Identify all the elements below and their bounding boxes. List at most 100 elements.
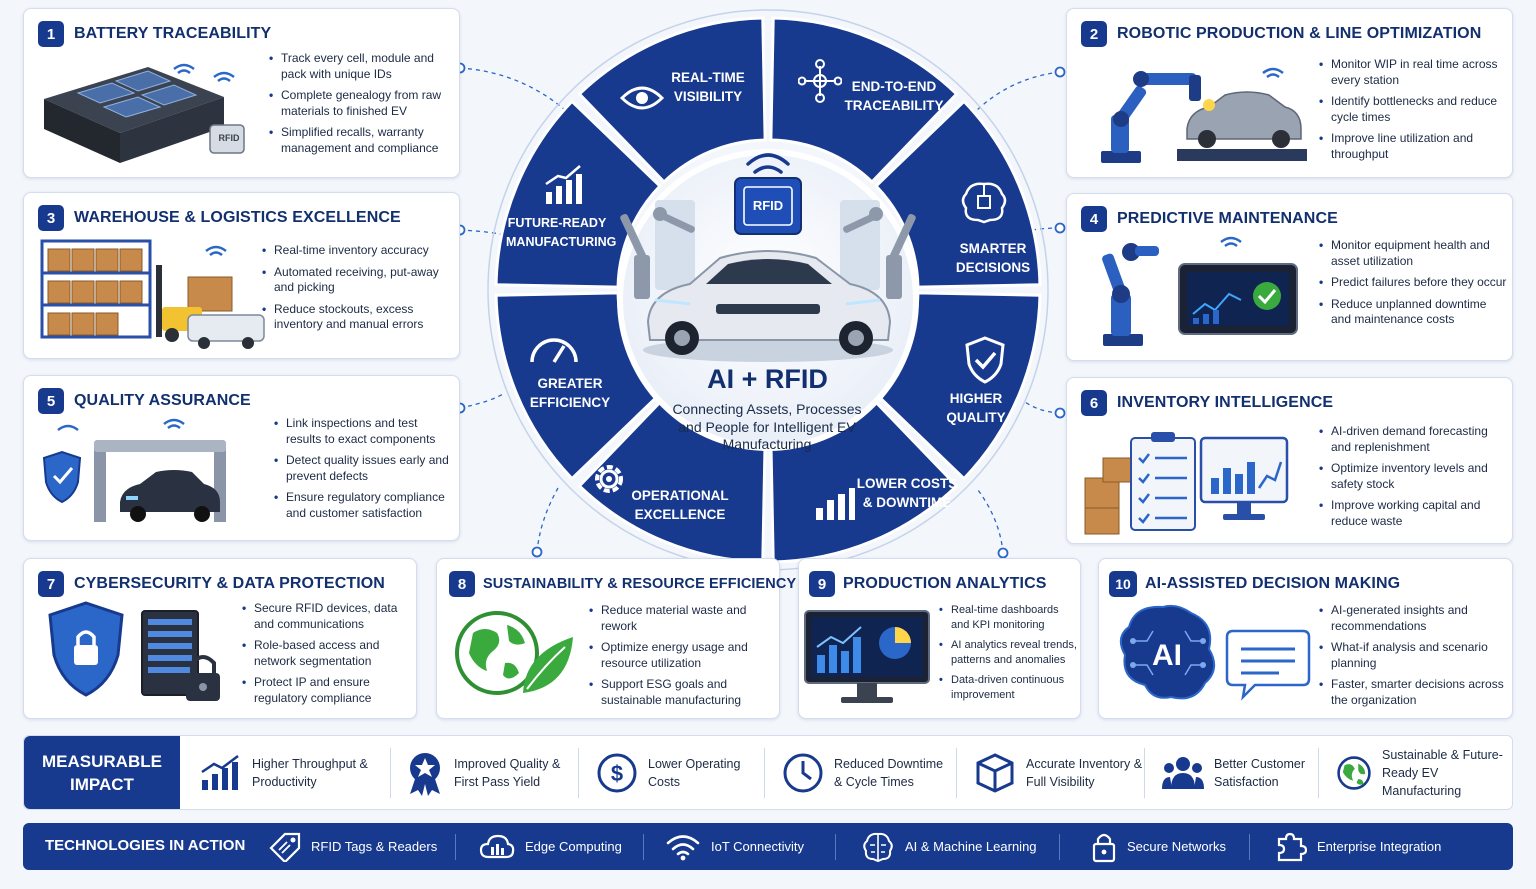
robot-arm-right-icon	[843, 207, 916, 299]
bullet-item: AI analytics reveal trends, patterns and…	[939, 638, 1079, 667]
bullet-item: AI-generated insights and recommendation…	[1319, 603, 1509, 634]
tag-icon	[269, 832, 301, 862]
card-bullets: Real-time dashboards and KPI monitoring …	[939, 603, 1079, 708]
wifi-icon	[666, 834, 700, 860]
inspection-gate-car-icon	[42, 418, 226, 522]
technologies-bar: TECHNOLOGIES IN ACTION RFID Tags & Reade…	[23, 823, 1513, 870]
bullet-item: Complete genealogy from raw materials to…	[269, 88, 449, 119]
globe-leaf-icon	[455, 611, 573, 695]
segment-future-ready: FUTURE-READY MANUFACTURING	[506, 214, 617, 252]
growth-chart-icon	[201, 754, 239, 790]
segment-label-line: EXCELLENCE	[634, 507, 726, 522]
ring-segments	[494, 16, 1042, 564]
shield-check-icon	[965, 336, 1005, 384]
impact-label: Improved Quality & First Pass Yield	[454, 756, 561, 789]
bar-chart-icon	[816, 488, 855, 520]
card-bullets: Secure RFID devices, data and communicat…	[242, 601, 410, 712]
tech-item: IoT Connectivity	[665, 823, 804, 870]
tech-item: Enterprise Integration	[1275, 823, 1441, 870]
speedometer-icon	[530, 338, 578, 363]
card-number: 7	[38, 571, 64, 597]
brain-circuit-icon	[961, 182, 1007, 224]
ai-brain-label: AI	[1152, 639, 1182, 672]
card-quality-assurance: 5 QUALITY ASSURANCE Link inspections and…	[23, 375, 460, 541]
bullet-item: Reduce material waste and rework	[589, 603, 774, 634]
card-title: ROBOTIC PRODUCTION & LINE OPTIMIZATION	[1117, 25, 1482, 42]
impact-divider	[578, 748, 579, 798]
card-title: PRODUCTION ANALYTICS	[843, 575, 1047, 592]
rfid-tag-label: RFID	[218, 133, 240, 143]
card-bullets: Real-time inventory accuracy Automated r…	[262, 243, 452, 339]
bullet-item: What-if analysis and scenario planning	[1319, 640, 1509, 671]
tech-item: RFID Tags & Readers	[267, 823, 437, 870]
eye-icon	[620, 86, 664, 110]
bullet-item: AI-driven demand forecasting and repleni…	[1319, 424, 1507, 455]
tech-divider	[455, 834, 456, 860]
card-inventory-intelligence: 6 INVENTORY INTELLIGENCE AI-driven deman…	[1066, 377, 1513, 544]
segment-realtime-visibility: REAL-TIME VISIBILITY	[658, 68, 758, 106]
card-number: 5	[38, 388, 64, 414]
card-title: BATTERY TRACEABILITY	[74, 25, 272, 42]
card-bullets: Monitor WIP in real time across every st…	[1319, 57, 1504, 168]
card-bullets: Track every cell, module and pack with u…	[269, 51, 449, 162]
card-bullets: AI-generated insights and recommendation…	[1319, 603, 1509, 714]
puzzle-icon	[1277, 832, 1307, 861]
bullet-item: Optimize energy usage and resource utili…	[589, 640, 774, 671]
clipboard-dashboard-icon	[1084, 432, 1289, 535]
box-icon	[976, 752, 1014, 793]
card-number: 9	[809, 571, 835, 597]
card-warehouse-logistics: 3 WAREHOUSE & LOGISTICS EXCELLENCE Real-…	[23, 192, 460, 359]
impact-label: Lower Operating Costs	[648, 756, 741, 789]
card-header: 5 QUALITY ASSURANCE	[38, 388, 251, 414]
impact-label: Sustainable & Future-Ready EV Manufactur…	[1382, 747, 1503, 798]
tech-label: IoT Connectivity	[711, 839, 804, 854]
segment-operational-excellence: OPERATIONAL EXCELLENCE	[628, 486, 732, 524]
cloud-icon	[479, 834, 515, 858]
impact-heading: MEASURABLE IMPACT	[24, 736, 180, 809]
impact-label: Better Customer Satisfaction	[1214, 756, 1306, 789]
segment-greater-efficiency: GREATER EFFICIENCY	[522, 374, 618, 412]
lock-icon	[1092, 833, 1116, 862]
tech-divider	[1249, 834, 1250, 860]
growth-bars-icon	[545, 165, 582, 204]
card-number: 6	[1081, 390, 1107, 416]
bullet-item: Automated receiving, put-away and pickin…	[262, 265, 452, 296]
robot-arm-car-icon	[1101, 67, 1307, 163]
tech-divider	[835, 834, 836, 860]
shield-server-lock-icon	[48, 601, 220, 701]
segment-label-line: FUTURE-READY	[507, 216, 607, 230]
impact-item: Sustainable & Future-Ready EV Manufactur…	[1336, 736, 1512, 809]
segment-label-line: OPERATIONAL	[631, 488, 729, 503]
bullet-item: Data-driven continuous improvement	[939, 673, 1079, 702]
rfid-badge-label: RFID	[752, 198, 784, 213]
card-number: 1	[38, 21, 64, 47]
tech-label: AI & Machine Learning	[905, 839, 1037, 854]
card-header: 4 PREDICTIVE MAINTENANCE	[1081, 206, 1338, 232]
segment-label-line: SMARTER	[959, 241, 1027, 256]
bullet-item: Secure RFID devices, data and communicat…	[242, 601, 410, 632]
people-icon	[1162, 756, 1204, 789]
card-production-analytics: 9 PRODUCTION ANALYTICS Real-time dashboa…	[798, 558, 1081, 719]
card-bullets: Reduce material waste and rework Optimiz…	[589, 603, 774, 714]
impact-item: Reduced Downtime & Cycle Times	[782, 736, 954, 809]
tech-label: RFID Tags & Readers	[311, 839, 438, 854]
card-header: 9 PRODUCTION ANALYTICS	[809, 571, 1047, 597]
impact-heading-line: MEASURABLE	[42, 752, 162, 771]
segment-label-line: END-TO-END	[851, 79, 937, 94]
battery-pack-icon	[44, 63, 245, 163]
tech-label: Enterprise Integration	[1317, 839, 1442, 854]
tech-item: Secure Networks	[1091, 823, 1226, 870]
segment-label-line: & DOWNTIME	[862, 495, 952, 510]
tech-label: Edge Computing	[525, 839, 622, 854]
bullet-item: Detect quality issues early and prevent …	[274, 453, 454, 484]
bullet-item: Real-time inventory accuracy	[262, 243, 452, 259]
card-number: 8	[449, 571, 475, 597]
analytics-monitor-icon	[804, 610, 930, 703]
segment-label-line: MANUFACTURING	[506, 235, 617, 249]
impact-item: Improved Quality & First Pass Yield	[406, 736, 574, 809]
tech-label: Secure Networks	[1127, 839, 1226, 854]
impact-label: Higher Throughput & Productivity	[252, 756, 368, 789]
bullet-item: Simplified recalls, warranty management …	[269, 125, 449, 156]
bullet-item: Reduce unplanned downtime and maintenanc…	[1319, 297, 1507, 328]
